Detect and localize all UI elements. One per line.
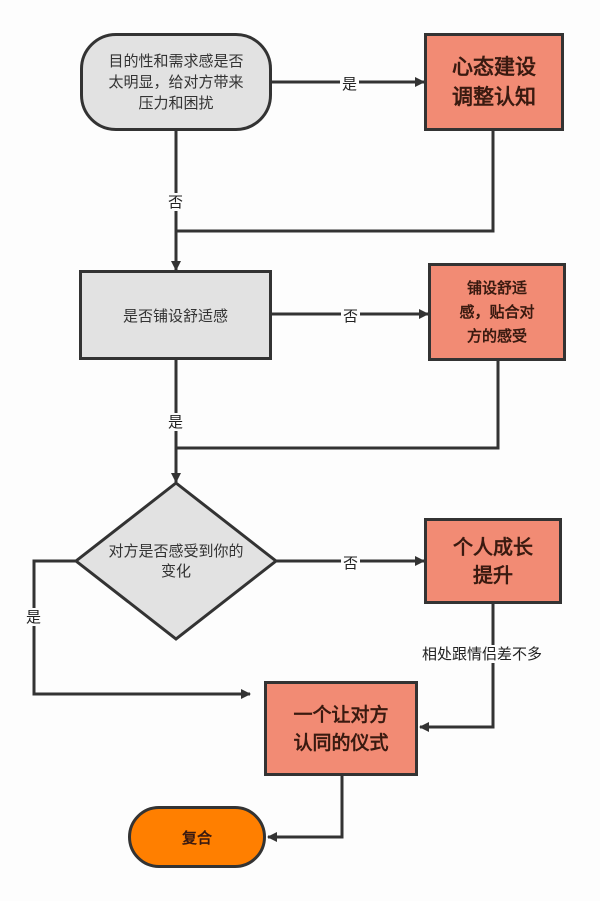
change-decision-line-2: 变化	[160, 562, 191, 580]
mindset-node: 心态建设 调整认知	[424, 33, 564, 131]
comfort-decision-text: 是否铺设舒适感	[122, 306, 228, 325]
comfort-decision-node: 是否铺设舒适感	[79, 270, 272, 360]
mindset-line-2: 调整认知	[452, 85, 536, 109]
reconcile-node: 复合	[128, 806, 266, 868]
change-decision-shape	[73, 481, 279, 641]
edge-label-change-no: 否	[341, 554, 361, 572]
edge-ritual-to-reconcile	[267, 775, 344, 842]
edge-label-change-yes: 是	[24, 608, 44, 626]
comfort-action-line-1: 铺设舒适	[466, 279, 527, 297]
mindset-line-1: 心态建设	[452, 55, 536, 79]
comfort-action-line-3: 方的感受	[466, 327, 527, 345]
growth-line-2: 提升	[473, 563, 513, 587]
start-decision-line-2: 太明显，给对方带来	[108, 72, 244, 91]
ritual-line-1: 一个让对方	[293, 703, 389, 726]
change-decision-text: 对方是否感受到你的 变化	[86, 541, 266, 581]
ritual-line-2: 认同的仪式	[293, 731, 389, 754]
comfort-action-node: 铺设舒适 感，贴合对 方的感受	[428, 263, 566, 361]
edge-label-start-yes: 是	[340, 75, 360, 93]
ritual-node: 一个让对方 认同的仪式	[264, 681, 418, 776]
edge-change-to-ritual	[32, 559, 251, 699]
comfort-action-line-2: 感，贴合对	[459, 303, 535, 321]
change-decision-line-1: 对方是否感受到你的	[108, 542, 244, 560]
edge-growth-to-ritual	[419, 603, 495, 732]
edge-label-growth-to-ritual: 相处跟情侣差不多	[420, 645, 545, 663]
edge-label-start-no: 否	[166, 193, 186, 211]
start-decision-line-3: 压力和困扰	[138, 93, 214, 112]
edge-label-comfort-yes: 是	[166, 413, 186, 431]
growth-line-1: 个人成长	[453, 535, 533, 559]
edge-mindset-return	[176, 131, 495, 233]
growth-node: 个人成长 提升	[424, 518, 562, 604]
edge-comfort-action-return	[176, 360, 500, 450]
start-decision-node: 目的性和需求感是否 太明显，给对方带来 压力和困扰	[80, 33, 272, 131]
reconcile-text: 复合	[181, 828, 212, 847]
edge-label-comfort-no: 否	[341, 307, 361, 325]
start-decision-line-1: 目的性和需求感是否	[108, 51, 244, 70]
